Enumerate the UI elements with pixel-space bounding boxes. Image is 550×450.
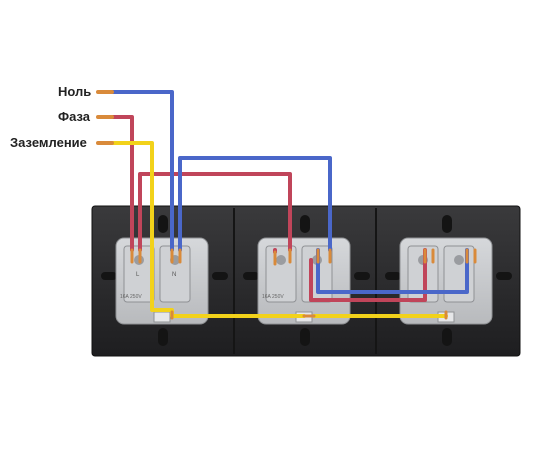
screw-terminal-icon — [454, 255, 464, 265]
socket-rating: 16A 250V — [262, 294, 284, 300]
phase-wire — [110, 115, 427, 302]
socket-rating: 16A 250V — [120, 294, 142, 300]
terminal-label-n: N — [172, 272, 176, 278]
terminal-label-l: L — [136, 272, 140, 278]
mounting-slots — [101, 215, 512, 346]
ground-wire — [110, 141, 448, 318]
socket-2: 16A 250V — [257, 237, 351, 325]
neutral-label: Ноль — [58, 84, 92, 99]
ground-label: Заземление — [10, 135, 87, 150]
screw-terminal-icon — [276, 255, 286, 265]
terminal-inserts — [130, 248, 477, 320]
phase-label: Фаза — [58, 109, 91, 124]
neutral-wire — [110, 90, 469, 294]
wire-ends — [96, 90, 114, 145]
